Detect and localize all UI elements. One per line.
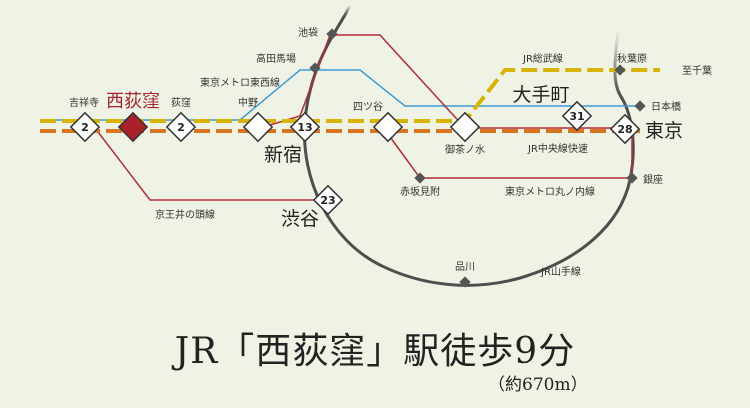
label-shibuya: 渋谷 bbox=[281, 208, 319, 230]
walking-distance: （約670m） bbox=[488, 375, 588, 395]
label-yotsuya: 四ツ谷 bbox=[353, 101, 383, 113]
svg-text:2: 2 bbox=[81, 121, 89, 134]
label-akasaka-mitsuke: 赤坂見附 bbox=[400, 185, 440, 198]
svg-text:28: 28 bbox=[617, 123, 632, 136]
label-ochanomizu: 御茶ノ水 bbox=[445, 143, 485, 156]
station-nihombashi-dot bbox=[634, 100, 646, 112]
label-akihabara: 秋葉原 bbox=[617, 52, 647, 65]
label-chuo-rapid-line: JR中央線快速 bbox=[527, 142, 588, 155]
station-ochanomizu-marker bbox=[449, 111, 481, 143]
marunouchi-line bbox=[259, 34, 630, 129]
label-nakano: 中野 bbox=[238, 96, 258, 109]
label-tokyo: 東京 bbox=[645, 120, 683, 142]
station-kichijoji-marker: 2 bbox=[69, 111, 101, 143]
station-ogikubo-marker: 2 bbox=[165, 111, 197, 143]
label-inokashira-line: 京王井の頭線 bbox=[155, 208, 215, 221]
label-kichijoji: 吉祥寺 bbox=[69, 96, 99, 109]
station-yotsuya-marker bbox=[372, 111, 404, 143]
label-to-chiba: 至千葉 bbox=[682, 64, 712, 77]
svg-text:31: 31 bbox=[569, 110, 584, 123]
label-takadanobaba: 高田馬場 bbox=[256, 52, 296, 65]
svg-text:23: 23 bbox=[320, 194, 335, 207]
label-ogikubo: 荻窪 bbox=[171, 96, 191, 109]
label-ikebukuro: 池袋 bbox=[298, 26, 318, 39]
label-ginza: 銀座 bbox=[643, 173, 663, 186]
svg-text:13: 13 bbox=[297, 121, 312, 134]
station-shibuya-marker: 23 bbox=[312, 184, 344, 216]
label-sobu-line: JR総武線 bbox=[522, 52, 563, 65]
station-tokyo-marker: 28 bbox=[609, 113, 641, 145]
marunouchi-branch bbox=[384, 128, 633, 179]
label-nihombashi: 日本橋 bbox=[651, 100, 681, 113]
station-shinjuku-marker: 13 bbox=[289, 111, 321, 143]
label-nishiogikubo: 西荻窪 bbox=[106, 91, 160, 112]
label-shinagawa: 品川 bbox=[455, 261, 475, 273]
station-nishiogikubo-marker bbox=[117, 111, 149, 143]
label-otemachi: 大手町 bbox=[512, 84, 569, 106]
label-yamanote-line: JR山手線 bbox=[540, 265, 581, 278]
label-marunouchi-line: 東京メトロ丸ノ内線 bbox=[505, 185, 595, 198]
svg-text:2: 2 bbox=[177, 121, 185, 134]
station-shinagawa-dot bbox=[459, 276, 471, 288]
label-tozai-line: 東京メトロ東西線 bbox=[200, 76, 280, 89]
inokashira-line bbox=[94, 127, 325, 201]
label-shinjuku: 新宿 bbox=[264, 144, 302, 166]
station-ginza-dot bbox=[626, 172, 638, 184]
station-akasaka-mitsuke-dot bbox=[414, 172, 426, 184]
station-otemachi-marker: 31 bbox=[561, 100, 593, 132]
headline: JR「西荻窪」駅徒歩9分 bbox=[174, 331, 576, 372]
station-nakano-marker bbox=[242, 111, 274, 143]
